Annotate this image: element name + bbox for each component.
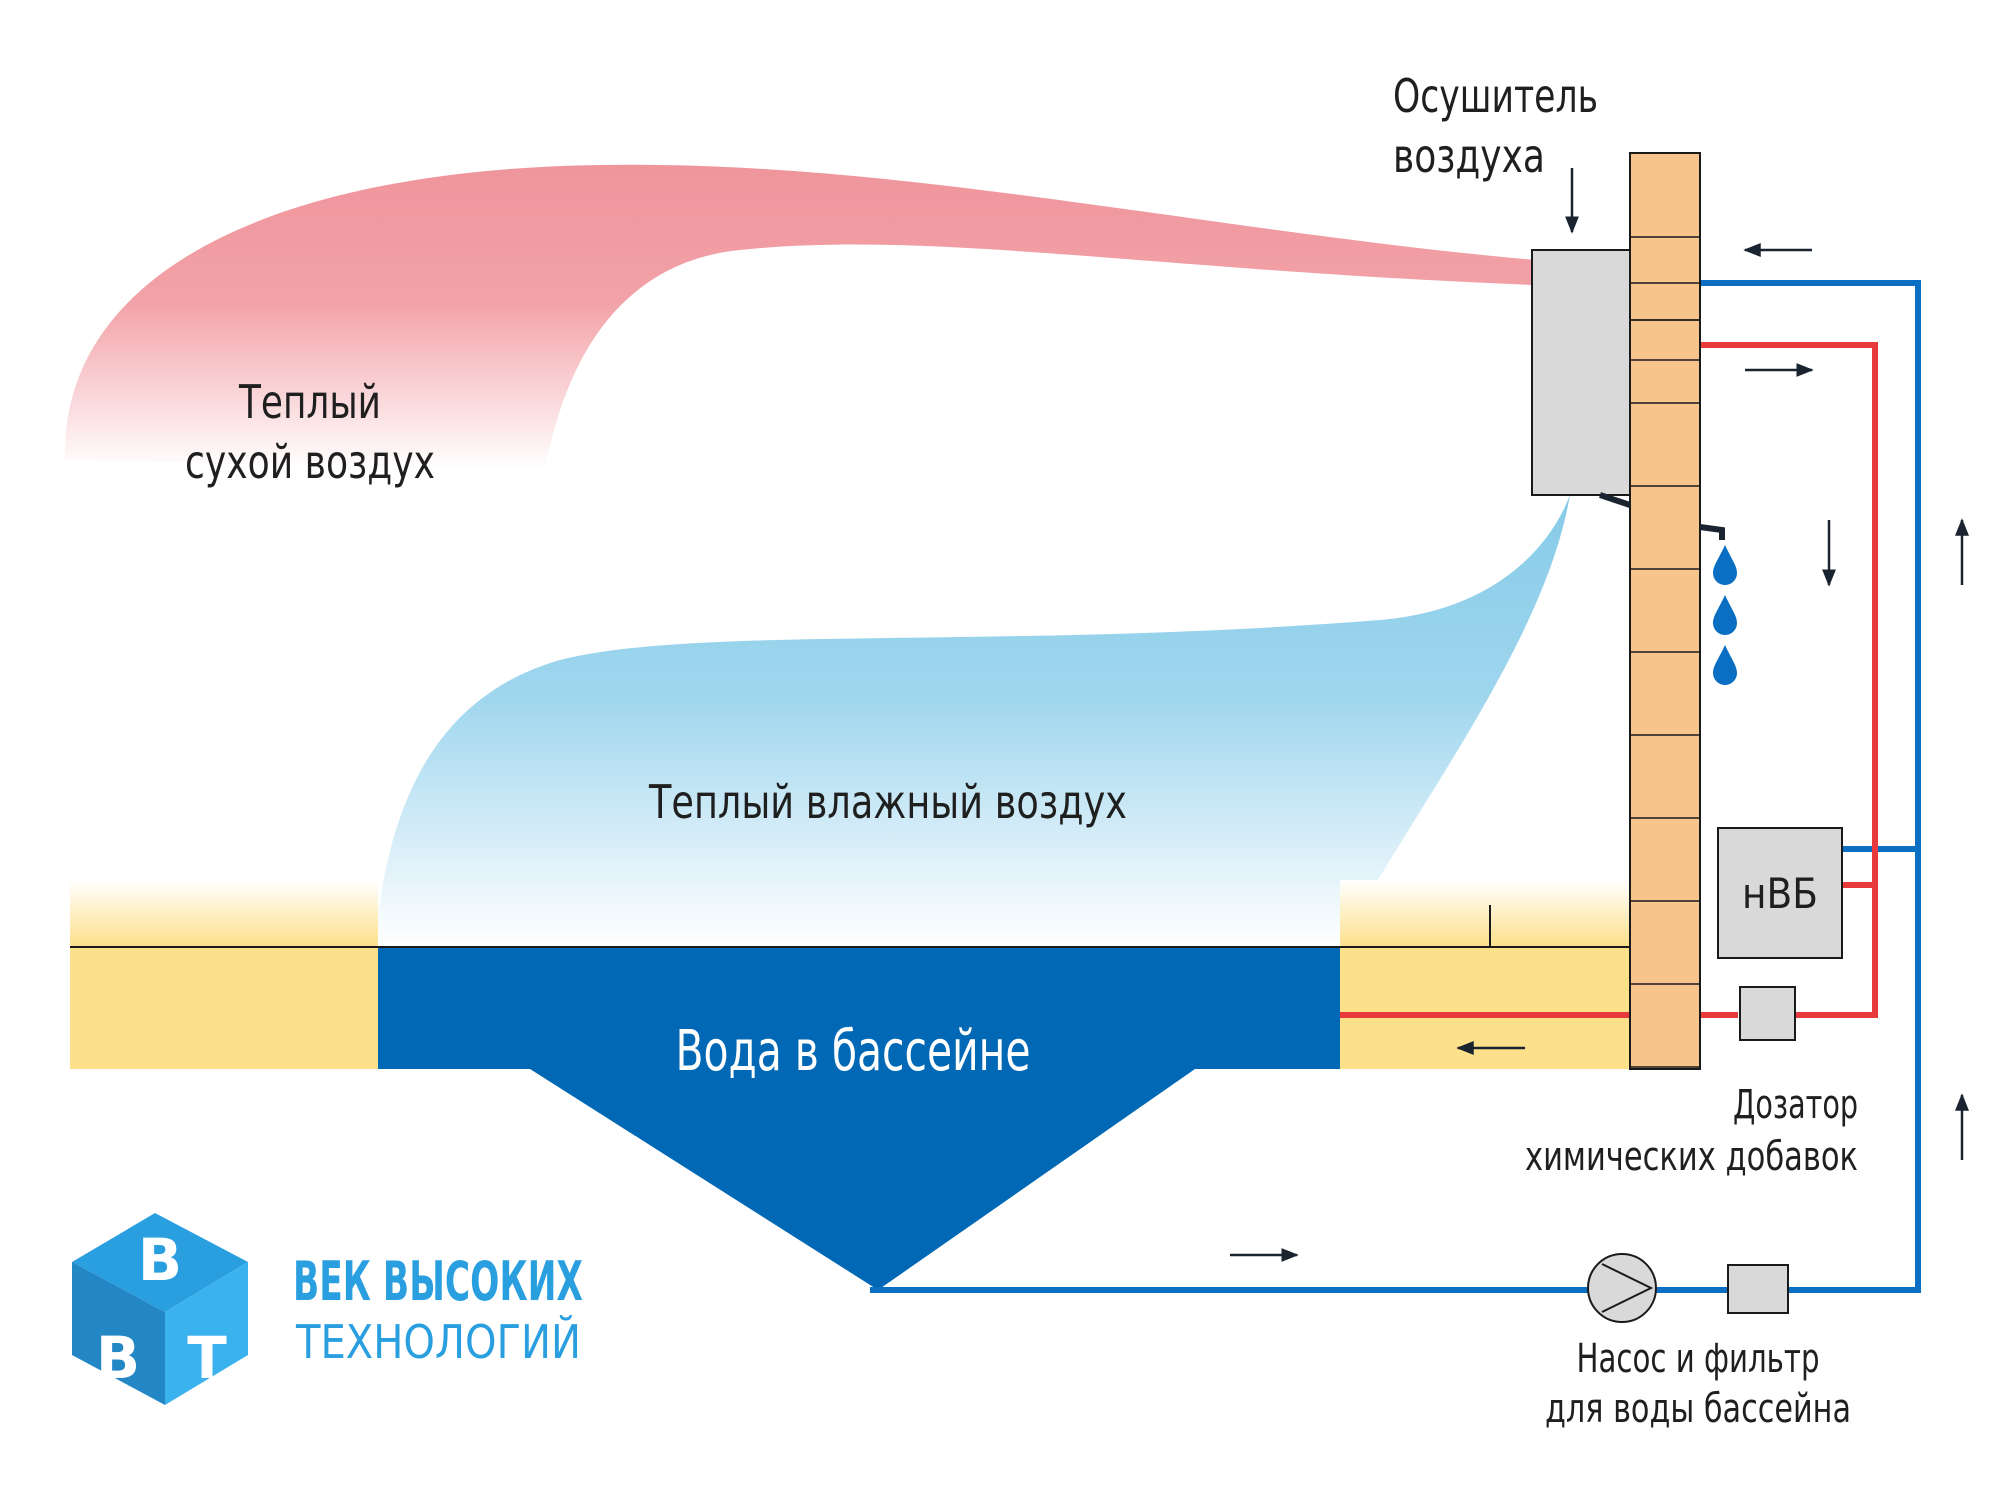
warm-dry-air-label-line1: Теплый [238,375,381,429]
pool-water [378,947,1340,1290]
company-logo: В В Т ВЕК ВЫСОКИХ ТЕХНОЛОГИЙ [72,1213,583,1405]
dosing-label-line1: Дозатор [1733,1082,1858,1128]
pump-icon[interactable] [1587,1253,1657,1323]
logo-cube-letter-top: В [138,1226,182,1294]
pool-deck-right-glow [1340,880,1630,947]
pool-deck-left-glow [70,880,378,947]
dehumidifier-unit[interactable] [1531,249,1631,496]
logo-cube-letter-right: Т [187,1324,227,1392]
warm-dry-air-label-line2: сухой воздух [185,435,435,489]
droplet-icon [1713,545,1737,585]
wall [1629,152,1701,1070]
hot-pipe-loop [1630,342,1878,1018]
logo-cube-letter-left: В [96,1324,140,1392]
dehumidifier-label-line1: Осушитель [1393,69,1598,123]
flow-arrows [1230,168,1969,1262]
pool-deck-right [1340,947,1630,1069]
pool-water-label: Вода в бассейне [676,1019,1031,1084]
warm-humid-air-label: Теплый влажный воздух [648,775,1127,829]
condensate-drain-pipe [1599,492,1631,508]
droplet-icon [1713,645,1737,685]
heat-exchanger-label: нВБ [1742,869,1818,918]
logo-cube-icon: В В Т [72,1213,248,1405]
dehumidifier-label-line2: воздуха [1393,129,1545,183]
filter-box[interactable] [1727,1264,1789,1314]
condensate-droplets [1713,545,1737,685]
condensate-drain-outlet [1699,524,1725,540]
pool-deck-left [70,947,378,1069]
logo-line2: ТЕХНОЛОГИЙ [295,1315,581,1369]
cold-pipe-return-loop [870,280,1921,1293]
warm-humid-air-plume [375,495,1570,945]
warm-dry-air-plume [64,164,1535,470]
pump-filter-label-line2: для воды бассейна [1545,1386,1851,1432]
chemical-dosing-box[interactable] [1739,986,1796,1041]
droplet-icon [1713,595,1737,635]
heat-exchanger-box[interactable] [1717,827,1843,959]
pump-filter-label-line1: Насос и фильтр [1577,1336,1820,1382]
logo-line1: ВЕК ВЫСОКИХ [293,1250,583,1313]
dosing-label-line2: химических добавок [1525,1134,1858,1180]
